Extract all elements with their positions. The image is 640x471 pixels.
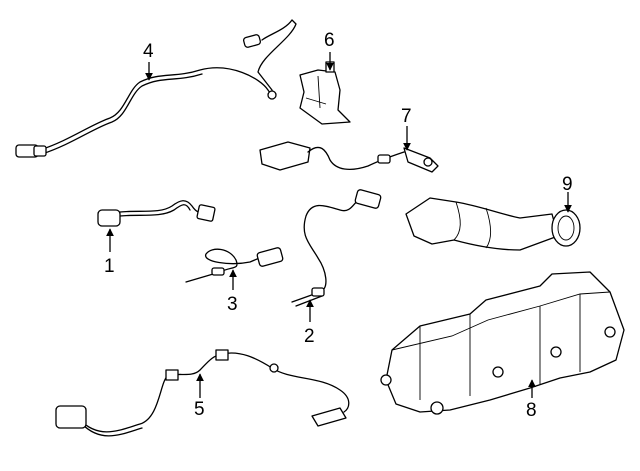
callout-label-6: 6 xyxy=(324,30,335,51)
callout-label-1: 1 xyxy=(104,256,115,277)
callout-label-2: 2 xyxy=(304,326,315,347)
part-1-sensor[interactable] xyxy=(97,200,216,227)
callout-label-3: 3 xyxy=(227,294,238,315)
part-4-sensor-harness[interactable] xyxy=(15,19,297,158)
part-2-sensor[interactable] xyxy=(291,189,382,307)
part-7-sensor-module[interactable] xyxy=(259,141,439,173)
part-5-harness[interactable] xyxy=(55,349,350,437)
callout-label-7: 7 xyxy=(401,106,412,127)
callout-labels: 1 2 3 4 5 6 7 8 9 xyxy=(104,30,573,421)
callout-label-9: 9 xyxy=(562,174,573,195)
part-8-exhaust-manifold[interactable] xyxy=(380,271,625,415)
callout-label-5: 5 xyxy=(194,399,205,420)
part-3-temperature-sensor[interactable] xyxy=(185,247,284,283)
callout-lines xyxy=(106,52,572,398)
callout-label-4: 4 xyxy=(143,41,154,62)
callout-label-8: 8 xyxy=(526,400,537,421)
part-9-hose[interactable] xyxy=(405,197,581,251)
part-6-bracket[interactable] xyxy=(299,61,351,125)
